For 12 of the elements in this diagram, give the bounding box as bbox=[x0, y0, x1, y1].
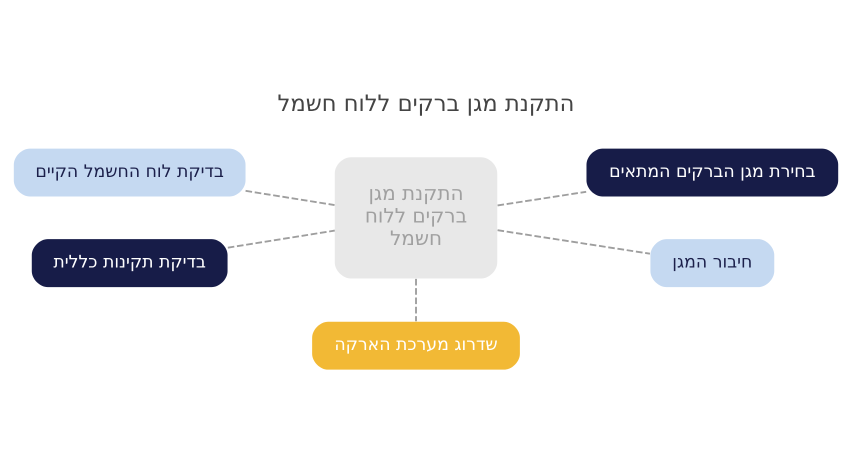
connector bbox=[415, 278, 417, 321]
diagram-title: התקנת מגן ברקים ללוח חשמל bbox=[278, 90, 574, 116]
node-box: שדרוג מערכת הארקה bbox=[312, 321, 520, 370]
connector bbox=[245, 189, 335, 206]
connector bbox=[228, 229, 335, 248]
node-box: בחירת מגן הברקים המתאים bbox=[586, 148, 838, 196]
connector bbox=[497, 228, 650, 254]
node-box: חיבור המגן bbox=[650, 238, 774, 287]
connector bbox=[497, 190, 586, 206]
node-box: התקנת מגן ברקים ללוח חשמל bbox=[334, 156, 498, 278]
node-box: בדיקת תקינות כללית bbox=[32, 238, 228, 287]
node-box: בדיקת לוח החשמל הקיים bbox=[14, 148, 246, 196]
